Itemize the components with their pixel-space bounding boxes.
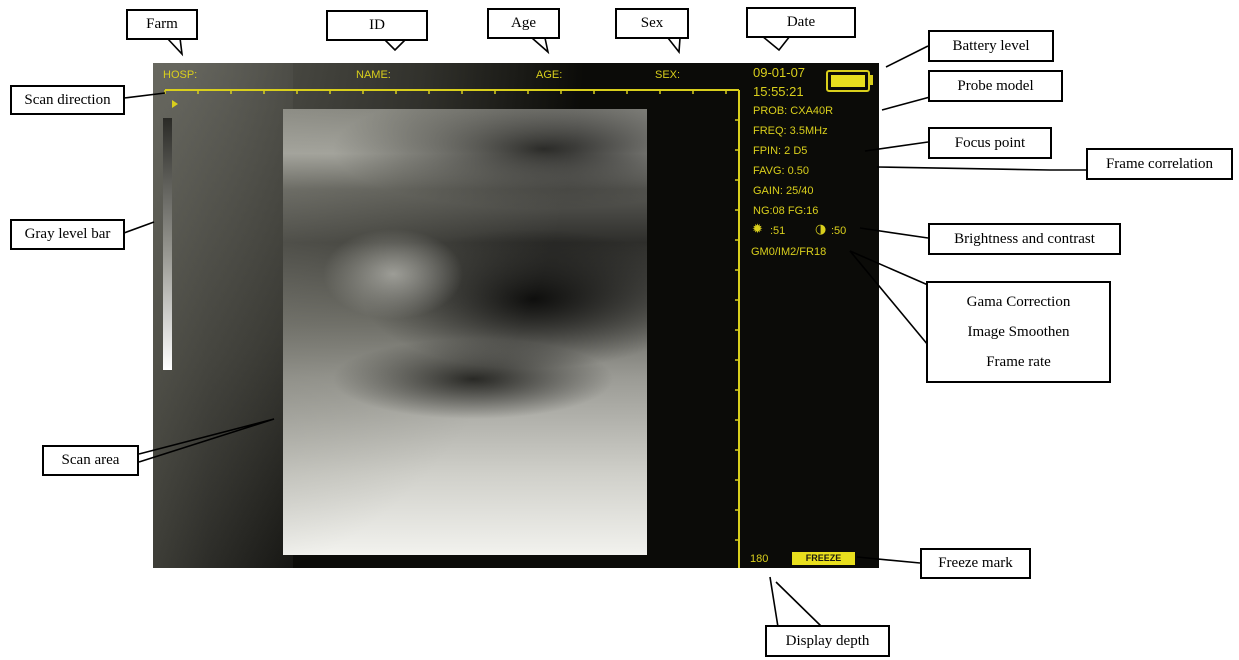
callout-scan-area: Scan area [42, 445, 139, 476]
callout-scan-direction: Scan direction [10, 85, 125, 115]
callout-focus-point: Focus point [928, 127, 1052, 159]
callout-gamma-smoothen-framerate: Gama Correction Image Smoothen Frame rat… [926, 281, 1111, 383]
frame-rate-label: Frame rate [928, 347, 1109, 377]
gama-correction-label: Gama Correction [928, 287, 1109, 317]
image-smoothen-label: Image Smoothen [928, 317, 1109, 347]
callout-frame-correlation: Frame correlation [1086, 148, 1233, 180]
callout-date: Date [746, 7, 856, 38]
callout-battery-level: Battery level [928, 30, 1054, 62]
callout-gray-level-bar: Gray level bar [10, 219, 125, 250]
callout-probe-model: Probe model [928, 70, 1063, 102]
callout-farm: Farm [126, 9, 198, 40]
callout-id: ID [326, 10, 428, 41]
callout-freeze-mark: Freeze mark [920, 548, 1031, 579]
callout-sex: Sex [615, 8, 689, 39]
callout-age: Age [487, 8, 560, 39]
callout-display-depth: Display depth [765, 625, 890, 657]
callout-brightness-contrast: Brightness and contrast [928, 223, 1121, 255]
